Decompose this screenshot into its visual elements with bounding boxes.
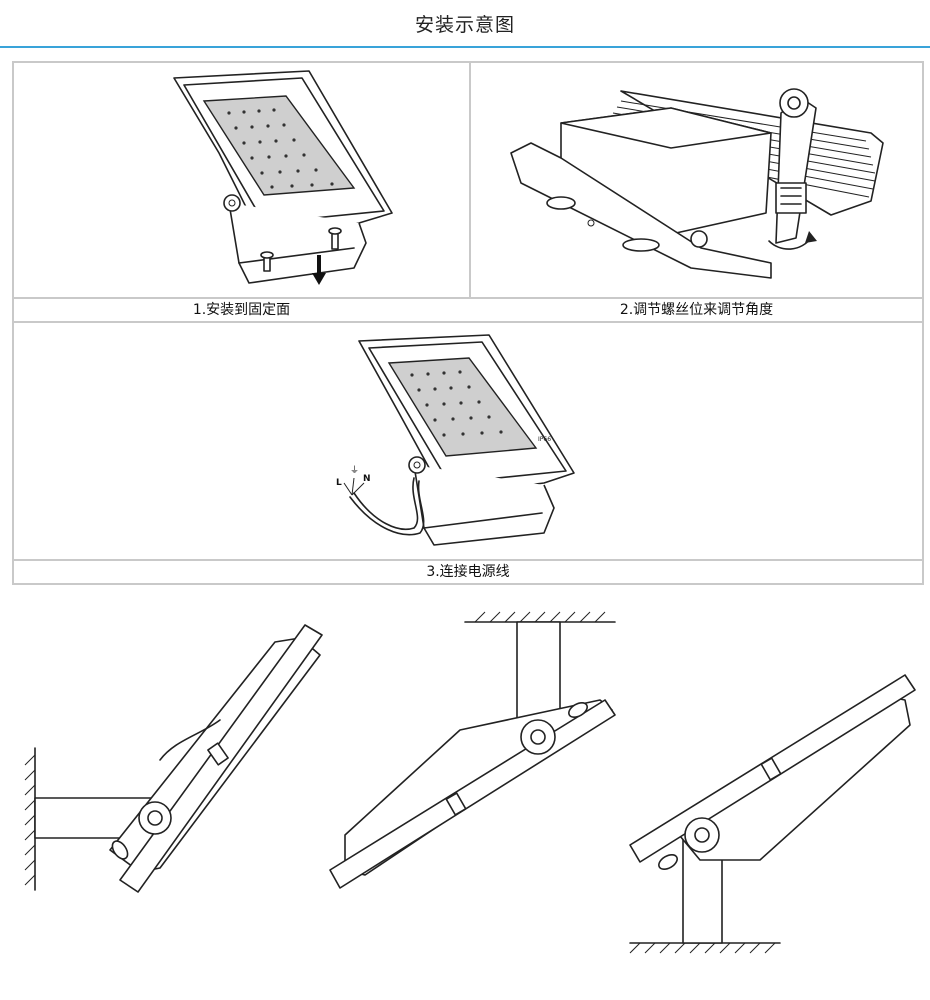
floodlight-wiring-illustration: IP66 L ⏚ N: [336, 334, 575, 546]
step-2-caption: 2.调节螺丝位来调节角度: [619, 302, 774, 318]
wrench-icon: [768, 88, 817, 250]
step-1-cell: [14, 63, 469, 297]
title-underline: [0, 46, 930, 48]
earth-icon: ⏚: [350, 465, 359, 476]
floodlight-wrench-adjust-illustration: [510, 88, 884, 279]
wall-mount-diagram: [24, 624, 323, 893]
grid-divider-vertical: [469, 63, 471, 297]
grid-divider-row2-caption: [14, 559, 922, 561]
led-grid: [227, 108, 334, 189]
ip-rating-mark: IP66: [538, 436, 551, 443]
wire-label-live: L: [336, 478, 342, 488]
screw-right: [328, 227, 342, 250]
step-1-caption: 1.安装到固定面: [192, 302, 291, 318]
ground-mount-diagram: [629, 674, 916, 954]
step-3-cell: IP66 L ⏚ N: [14, 323, 922, 559]
ceiling-mount-diagram: [329, 611, 616, 889]
wire-label-neutral: N: [363, 474, 371, 484]
floodlight-mount-screws-illustration: [173, 70, 393, 285]
installation-steps-grid: 1.安装到固定面 2.调节螺丝位来调节角度 IP66: [12, 61, 924, 585]
mounting-examples: [24, 611, 916, 954]
grid-divider-row1-caption: [14, 297, 922, 299]
grid-divider-row1-bottom: [14, 321, 922, 323]
step-2-cell: [471, 63, 922, 297]
step-3-caption: 3.连接电源线: [426, 564, 510, 580]
screw-left: [260, 251, 274, 272]
page-title: 安装示意图: [414, 14, 515, 36]
led-grid: [410, 370, 503, 437]
